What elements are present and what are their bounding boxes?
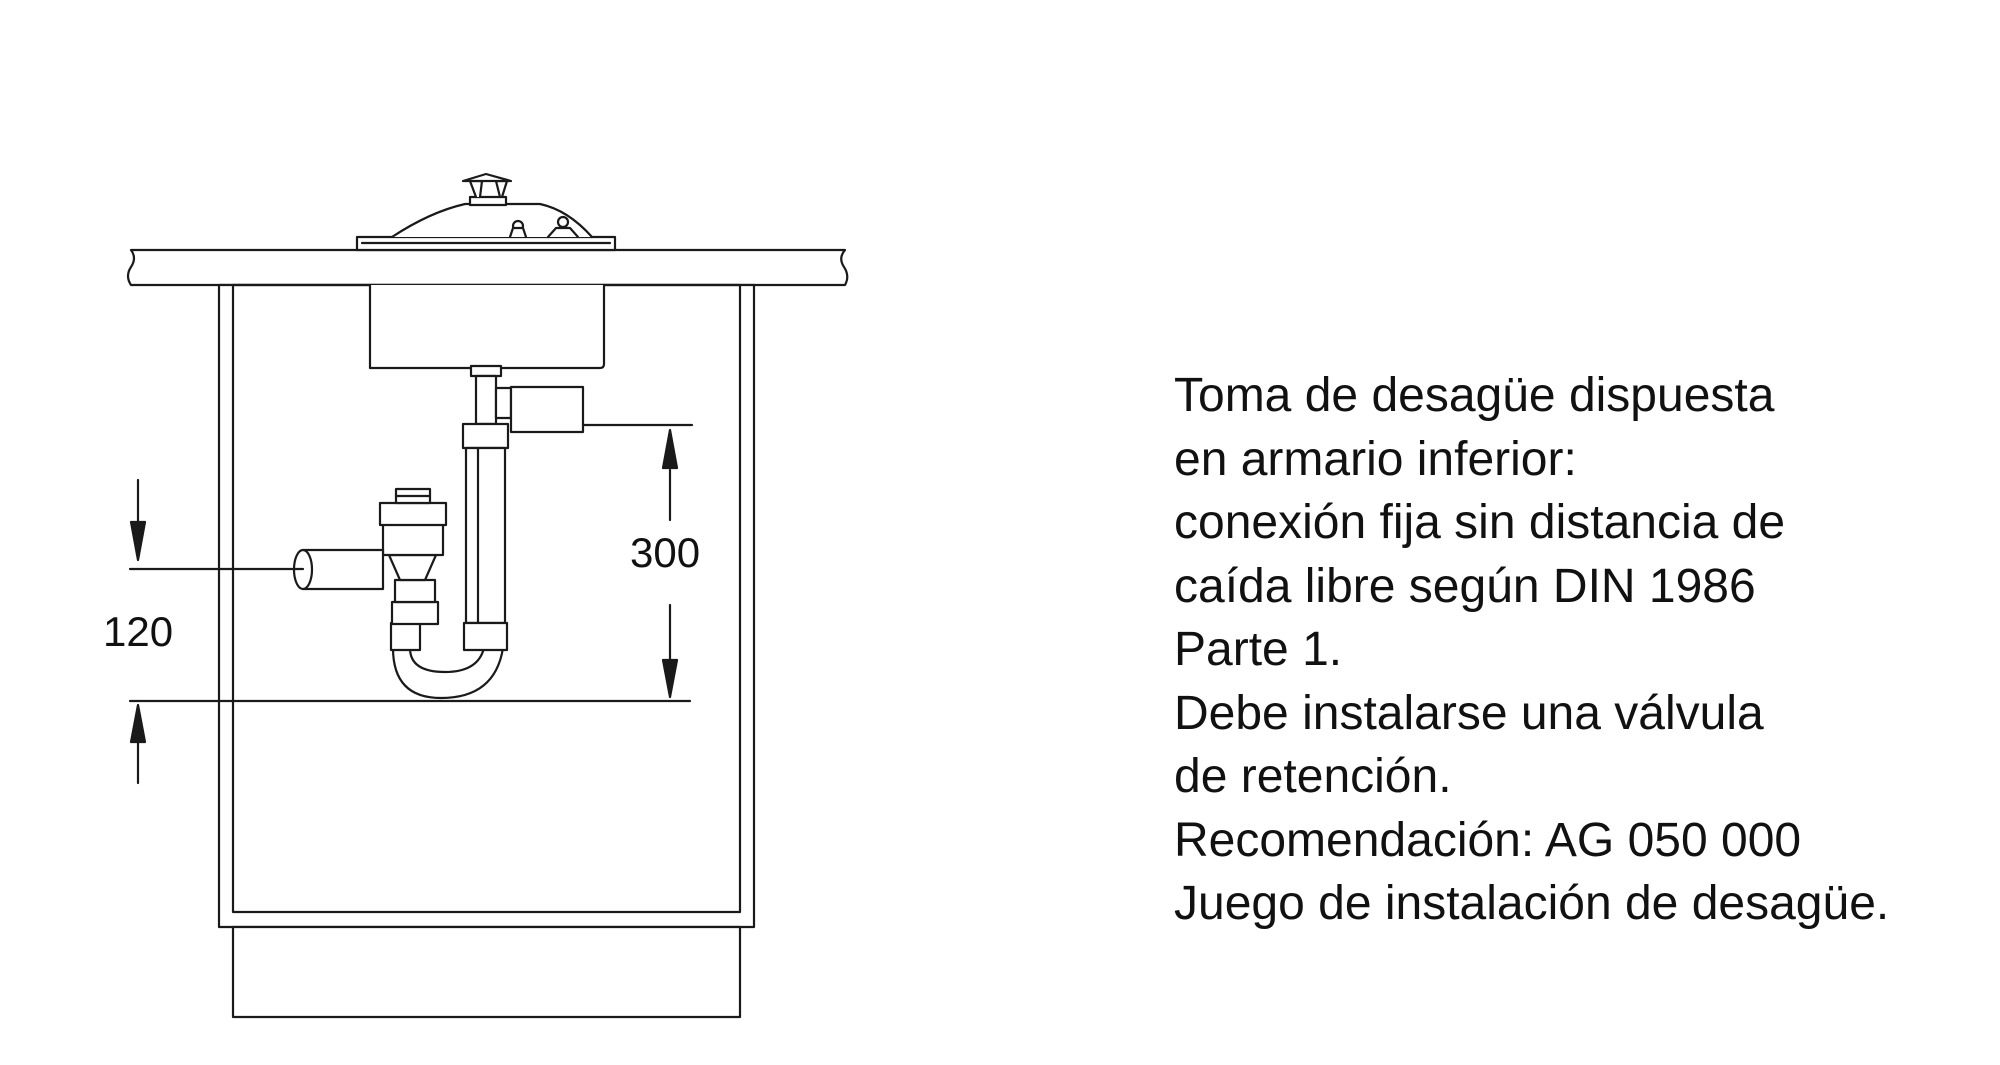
drain-pipe <box>461 364 585 625</box>
dimension-120-label: 120 <box>103 608 173 655</box>
notes-line: Parte 1. <box>1174 623 1343 676</box>
appliance-on-worktop <box>355 172 617 252</box>
notes-line: de retención. <box>1174 750 1452 803</box>
notes-line: conexión fija sin distancia de <box>1174 496 1786 549</box>
notes-line: Toma de desagüe dispuesta <box>1174 369 1775 422</box>
inlet-pipe <box>292 548 385 591</box>
notes-line: caída libre según DIN 1986 <box>1174 559 1756 613</box>
notes-line: Recomendación: AG 050 000 <box>1174 813 1802 867</box>
countertop <box>126 248 849 287</box>
notes-line: Juego de instalación de desagüe. <box>1174 877 1890 930</box>
dimension-300 <box>581 423 694 699</box>
dimension-300-label: 300 <box>630 529 700 576</box>
appliance-body <box>368 283 606 370</box>
installation-notes: Toma de desagüe dispuesta en armario inf… <box>1174 364 1974 936</box>
dimension-120 <box>128 478 692 785</box>
notes-line: Debe instalarse una válvula <box>1174 686 1764 740</box>
siphon-trap <box>378 487 509 700</box>
notes-line: en armario inferior: <box>1174 432 1577 486</box>
